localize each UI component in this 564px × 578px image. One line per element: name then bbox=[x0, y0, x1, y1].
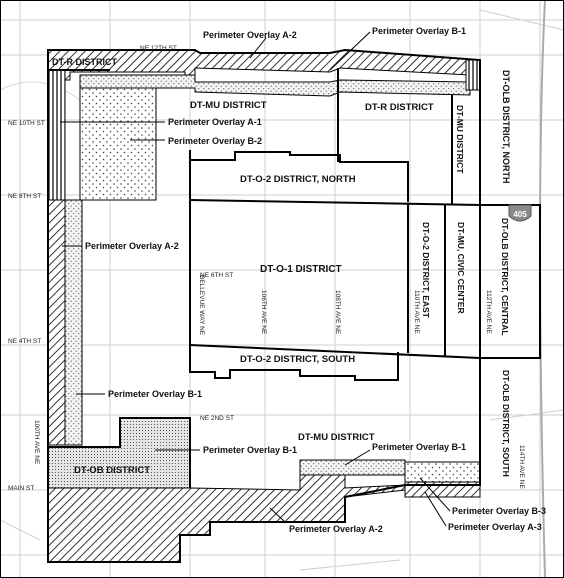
street-112th: 112TH AVE NE bbox=[485, 290, 492, 334]
overlay-a2-ne bbox=[465, 59, 481, 91]
overlay-b1-top bbox=[79, 74, 471, 97]
street-114th: 114TH AVE NE bbox=[518, 445, 525, 489]
overlay-label-b2: Perimeter Overlay B-2 bbox=[168, 136, 262, 146]
street-106th: 106TH AVE NE bbox=[260, 290, 267, 335]
district-dtob: DT-OB DISTRICT bbox=[74, 465, 150, 476]
svg-text:405: 405 bbox=[513, 210, 527, 219]
street-ne10: NE 10TH ST bbox=[8, 120, 45, 127]
overlay-label-a2-bottom: Perimeter Overlay A-2 bbox=[289, 524, 383, 534]
overlay-label-a2-left: Perimeter Overlay A-2 bbox=[85, 241, 179, 251]
district-dtmu-narrow: DT-MU DISTRICT bbox=[455, 105, 465, 174]
street-108th: 108TH AVE NE bbox=[334, 290, 341, 335]
street-ne12: NE 12TH ST bbox=[140, 45, 177, 52]
district-dtolb-north: DT-OLB DISTRICT, NORTH bbox=[501, 70, 511, 184]
overlay-shapes bbox=[47, 49, 481, 563]
district-dto2-south: DT-O-2 DISTRICT, SOUTH bbox=[240, 354, 355, 365]
overlay-label-b1-ob: Perimeter Overlay B-1 bbox=[203, 445, 297, 455]
overlay-a1 bbox=[47, 69, 66, 201]
overlay-label-a1: Perimeter Overlay A-1 bbox=[168, 117, 262, 127]
district-dto1: DT-O-1 DISTRICT bbox=[260, 264, 342, 275]
district-dtmu-north: DT-MU DISTRICT bbox=[190, 100, 267, 111]
overlay-label-b1-left: Perimeter Overlay B-1 bbox=[108, 389, 202, 399]
overlay-label-b3: Perimeter Overlay B-3 bbox=[452, 506, 546, 516]
street-ne8: NE 8TH ST bbox=[8, 193, 41, 200]
street-100th: 100TH AVE NE bbox=[33, 420, 40, 465]
overlay-labels: Perimeter Overlay A-2 Perimeter Overlay … bbox=[85, 26, 546, 534]
downtown-outer-boundary bbox=[47, 48, 481, 563]
district-dtolb-central: DT-OLB DISTRICT, CENTRAL bbox=[500, 218, 510, 336]
district-dtmu-civic: DT-MU, CIVIC CENTER bbox=[456, 222, 466, 314]
street-labels: NE 12TH ST NE 10TH ST NE 8TH ST NE 6TH S… bbox=[8, 45, 525, 492]
district-dtmu-south: DT-MU DISTRICT bbox=[298, 432, 375, 443]
district-dto2-north: DT-O-2 DISTRICT, NORTH bbox=[240, 174, 356, 185]
overlay-label-a3: Perimeter Overlay A-3 bbox=[448, 522, 542, 532]
district-labels: DT-R DISTRICT DT-MU DISTRICT DT-R DISTRI… bbox=[52, 57, 511, 477]
street-main: MAIN ST bbox=[8, 485, 34, 492]
street-ne6: NE 6TH ST bbox=[200, 272, 233, 279]
dto2-south-boundary bbox=[189, 345, 399, 381]
overlay-leader-lines bbox=[60, 31, 451, 527]
district-dtr-nw: DT-R DISTRICT bbox=[52, 57, 117, 67]
street-ne4: NE 4TH ST bbox=[8, 338, 41, 345]
overlay-b1-left bbox=[64, 199, 83, 446]
district-dtolb-south: DT-OLB DISTRICT, SOUTH bbox=[501, 370, 511, 477]
dto2-north-boundary bbox=[190, 151, 409, 202]
overlay-label-b1-se: Perimeter Overlay B-1 bbox=[372, 442, 466, 452]
overlay-b2 bbox=[79, 87, 157, 201]
dto1-boundary bbox=[189, 199, 481, 206]
overlay-b1-se bbox=[299, 459, 406, 476]
overlay-b3 bbox=[404, 461, 481, 483]
street-bellevue-way: BELLEVUE WAY NE bbox=[198, 275, 205, 336]
street-110th: 110TH AVE NE bbox=[413, 290, 420, 334]
street-ne2: NE 2ND ST bbox=[200, 415, 234, 422]
overlay-a2-bottom bbox=[47, 474, 406, 563]
district-dtr-north: DT-R DISTRICT bbox=[365, 102, 434, 113]
overlay-a2-left bbox=[47, 199, 66, 446]
district-boundaries bbox=[47, 48, 541, 563]
overlay-label-b1-top: Perimeter Overlay B-1 bbox=[372, 26, 466, 36]
district-dto2-east: DT-O-2 DISTRICT, EAST bbox=[421, 222, 431, 319]
interstate-405-shield: 405 bbox=[508, 204, 532, 222]
overlay-label-a2-top: Perimeter Overlay A-2 bbox=[203, 30, 297, 40]
dtob-boundary bbox=[48, 417, 191, 488]
